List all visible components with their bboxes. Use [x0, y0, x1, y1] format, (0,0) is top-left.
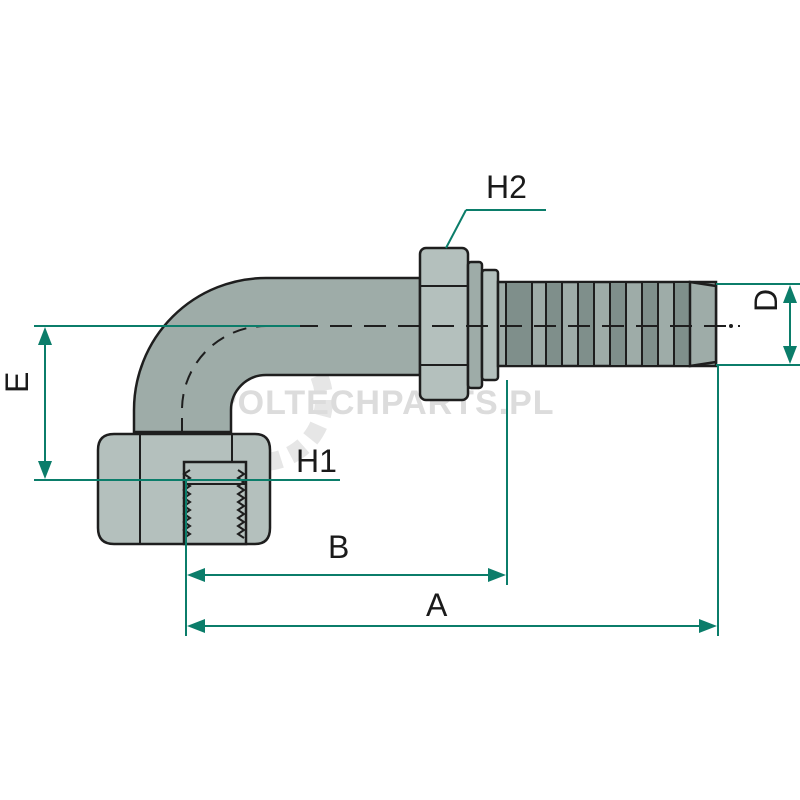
elbow-body	[132, 276, 422, 434]
dimension-e: E	[0, 327, 52, 479]
label-a: A	[426, 587, 448, 623]
dimension-b: B	[187, 529, 506, 582]
swivel-nut-h1	[96, 432, 272, 546]
dimension-d: D	[748, 285, 797, 364]
label-h1: H1	[296, 443, 337, 479]
label-d: D	[748, 289, 784, 312]
leader-h2: H2	[445, 169, 546, 249]
centerline-dot	[729, 324, 733, 328]
label-b: B	[328, 529, 349, 565]
label-e: E	[0, 372, 35, 393]
extension-lines	[34, 283, 800, 636]
hose-tail	[496, 280, 718, 368]
label-h2: H2	[486, 169, 527, 205]
hex-nut-h2	[418, 246, 500, 402]
dimension-a: A	[187, 587, 717, 633]
watermark-text: POLTECHPARTS.PL	[214, 384, 555, 422]
